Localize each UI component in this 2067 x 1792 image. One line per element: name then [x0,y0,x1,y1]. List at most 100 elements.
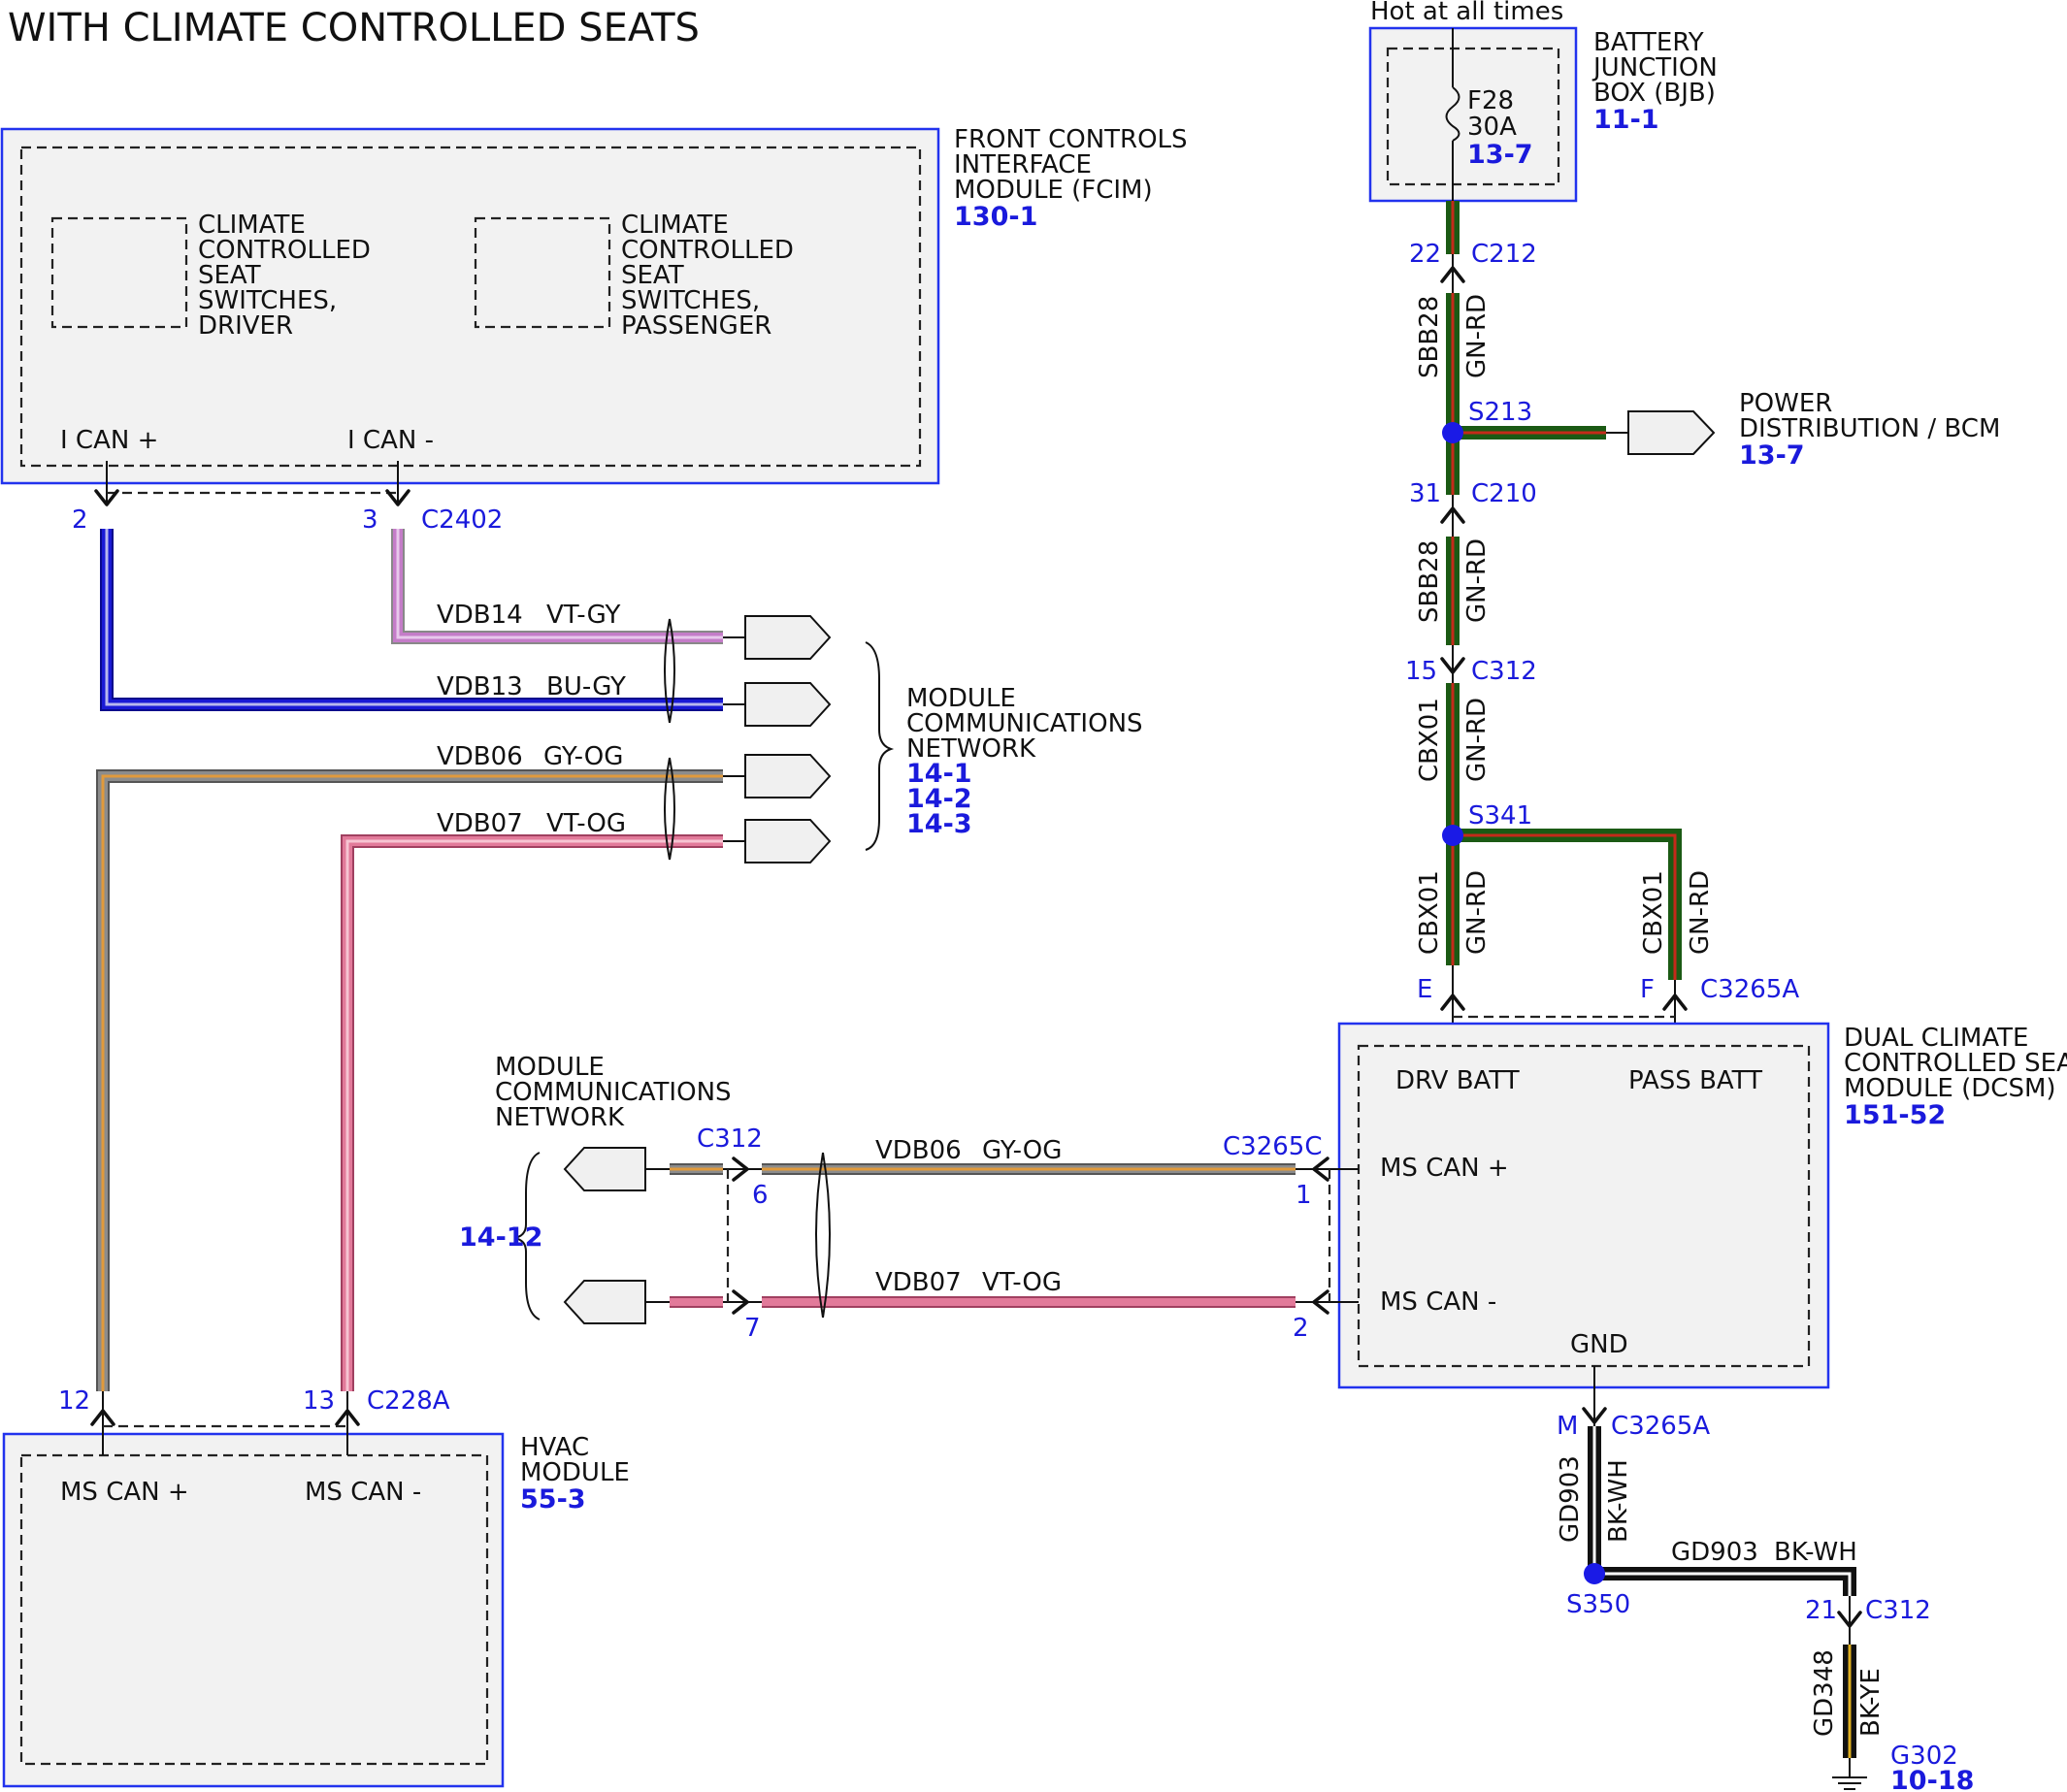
c228a-label: C228A [367,1386,450,1416]
cbx01-color-label-2: GN-RD [1462,870,1492,955]
vdb14-color-label: VT-GY [546,601,620,630]
sbb28-color-label-2: GN-RD [1462,538,1492,623]
svg-text:PASSENGER: PASSENGER [621,311,771,341]
gd348-color-label: BK-YE [1856,1668,1886,1737]
fcim-sub-driver-label: CLIMATE CONTROLLED SEAT SWITCHES, DRIVER [198,211,371,341]
twist-marker-top-1 [664,618,675,724]
vdb07-circuit-label-mid: VDB07 [875,1268,962,1297]
svg-text:SWITCHES,: SWITCHES, [198,286,337,315]
fuse-amps: 30A [1467,113,1517,142]
c312-label-a: C312 [1471,657,1537,686]
arrow-vdb14 [744,615,832,660]
vdb06-color-label-top: GY-OG [543,742,623,771]
c3265a-pin-e: E [1417,975,1432,1004]
svg-text:14-2: 14-2 [906,784,972,814]
svg-text:INTERFACE: INTERFACE [954,150,1092,179]
wire-vdb13 [100,529,745,711]
svg-text:JUNCTION: JUNCTION [1591,53,1718,82]
svg-text:CONTROLLED: CONTROLLED [198,236,371,265]
bjb-name-label: BATTERY JUNCTION BOX (BJB) 11-1 [1591,28,1718,135]
c312-pin-21: 21 [1805,1596,1837,1625]
svg-text:MODULE: MODULE [520,1458,630,1487]
cbx01-circuit-label-3: CBX01 [1639,870,1668,955]
arrow-power-distribution [1627,410,1716,455]
svg-text:POWER: POWER [1739,389,1832,418]
arrow-vdb07 [744,819,832,863]
dcsm-module: DRV BATT PASS BATT MS CAN + MS CAN - GND [1337,1022,1830,1389]
twist-marker-top-2 [664,757,675,861]
arrow-mcn-mid-vdb07 [563,1280,646,1324]
cbx01-color-label-1: GN-RD [1462,698,1492,782]
c3265c-pin-1: 1 [1296,1181,1312,1210]
power-distribution-label: POWER DISTRIBUTION / BCM 13-7 [1739,389,2000,471]
vdb06-circuit-label-mid: VDB06 [875,1136,962,1165]
fcim-module: CLIMATE CONTROLLED SEAT SWITCHES, DRIVER… [0,127,940,485]
dcsm-name-label: DUAL CLIMATE CONTROLLED SEAT MODULE (DCS… [1844,1024,2067,1130]
splice-s350 [1584,1563,1605,1584]
mcn-top-label: MODULE COMMUNICATIONS NETWORK 14-1 14-2 … [906,684,1143,839]
svg-text:55-3: 55-3 [520,1484,586,1515]
wire-gd903 [1588,1426,1856,1596]
c228a-pin-13: 13 [303,1386,335,1416]
c3265a-pin-f: F [1640,975,1655,1004]
svg-text:MODULE: MODULE [495,1053,605,1082]
sbb28-color-label-1: GN-RD [1462,294,1492,378]
svg-text:130-1: 130-1 [954,202,1037,232]
svg-text:CLIMATE: CLIMATE [621,211,729,240]
cbx01-circuit-label-1: CBX01 [1415,698,1444,782]
gd903-color-label-v: BK-WH [1604,1459,1633,1543]
vdb14-circuit-label: VDB14 [437,601,523,630]
c3265c-label: C3265C [1223,1132,1322,1161]
svg-text:CONTROLLED SEAT: CONTROLLED SEAT [1844,1049,2067,1078]
c210-label: C210 [1471,479,1537,508]
c312-pin-15: 15 [1405,657,1437,686]
cbx01-color-label-3: GN-RD [1686,870,1715,955]
svg-text:CONTROLLED: CONTROLLED [621,236,794,265]
s350-label: S350 [1566,1590,1630,1619]
gd903-circuit-label-v: GD903 [1556,1455,1585,1543]
svg-text:HVAC: HVAC [520,1433,589,1462]
splice-s213 [1442,422,1463,443]
svg-text:DUAL CLIMATE: DUAL CLIMATE [1844,1024,2028,1053]
svg-text:FRONT CONTROLS: FRONT CONTROLS [954,125,1188,154]
c312-label-b: C312 [1865,1596,1931,1625]
fcim-pin-can-plus: I CAN + [60,426,158,455]
svg-text:SEAT: SEAT [198,261,261,290]
vdb06-color-label-mid: GY-OG [982,1136,1062,1165]
c212-label: C212 [1471,240,1537,269]
svg-text:DISTRIBUTION / BCM: DISTRIBUTION / BCM [1739,414,2000,443]
svg-text:COMMUNICATIONS: COMMUNICATIONS [495,1078,732,1107]
hvac-ms-can-plus: MS CAN + [60,1478,189,1507]
ground-symbol [1832,1776,1867,1790]
s341-label: S341 [1468,801,1532,831]
hvac-module: MS CAN + MS CAN - [2,1432,505,1788]
mcn-mid-label: MODULE COMMUNICATIONS NETWORK 14-12 [459,1053,732,1253]
vdb13-color-label: BU-GY [546,672,626,701]
fcim-pin-3: 3 [362,505,378,535]
vdb07-color-label-mid: VT-OG [982,1268,1062,1297]
svg-text:14-12: 14-12 [459,1222,542,1253]
svg-text:MODULE (FCIM): MODULE (FCIM) [954,176,1153,205]
svg-text:DRIVER: DRIVER [198,311,293,341]
svg-text:BOX (BJB): BOX (BJB) [1593,79,1716,108]
diagram-title: WITH CLIMATE CONTROLLED SEATS [8,6,700,50]
splice-s341 [1442,825,1463,846]
arrow-vdb06 [744,754,832,798]
vdb07-color-label-top: VT-OG [546,809,626,838]
sbb28-circuit-label-1: SBB28 [1415,296,1444,378]
c3265a-label-bottom: C3265A [1611,1412,1710,1441]
c3265a-pin-m: M [1557,1412,1578,1441]
c3265c-pin-2: 2 [1293,1314,1309,1343]
c312-pin-7: 7 [744,1314,761,1343]
dcsm-gnd: GND [1570,1330,1628,1359]
connector-c2402: C2402 [421,505,503,535]
svg-text:151-52: 151-52 [1844,1100,1946,1130]
fcim-pin-2: 2 [72,505,88,535]
svg-text:11-1: 11-1 [1593,105,1659,135]
svg-text:COMMUNICATIONS: COMMUNICATIONS [906,709,1143,738]
twist-marker-mid [815,1152,831,1319]
sbb28-circuit-label-2: SBB28 [1415,540,1444,623]
svg-text:CLIMATE: CLIMATE [198,211,306,240]
vdb07-circuit-label-top: VDB07 [437,809,523,838]
